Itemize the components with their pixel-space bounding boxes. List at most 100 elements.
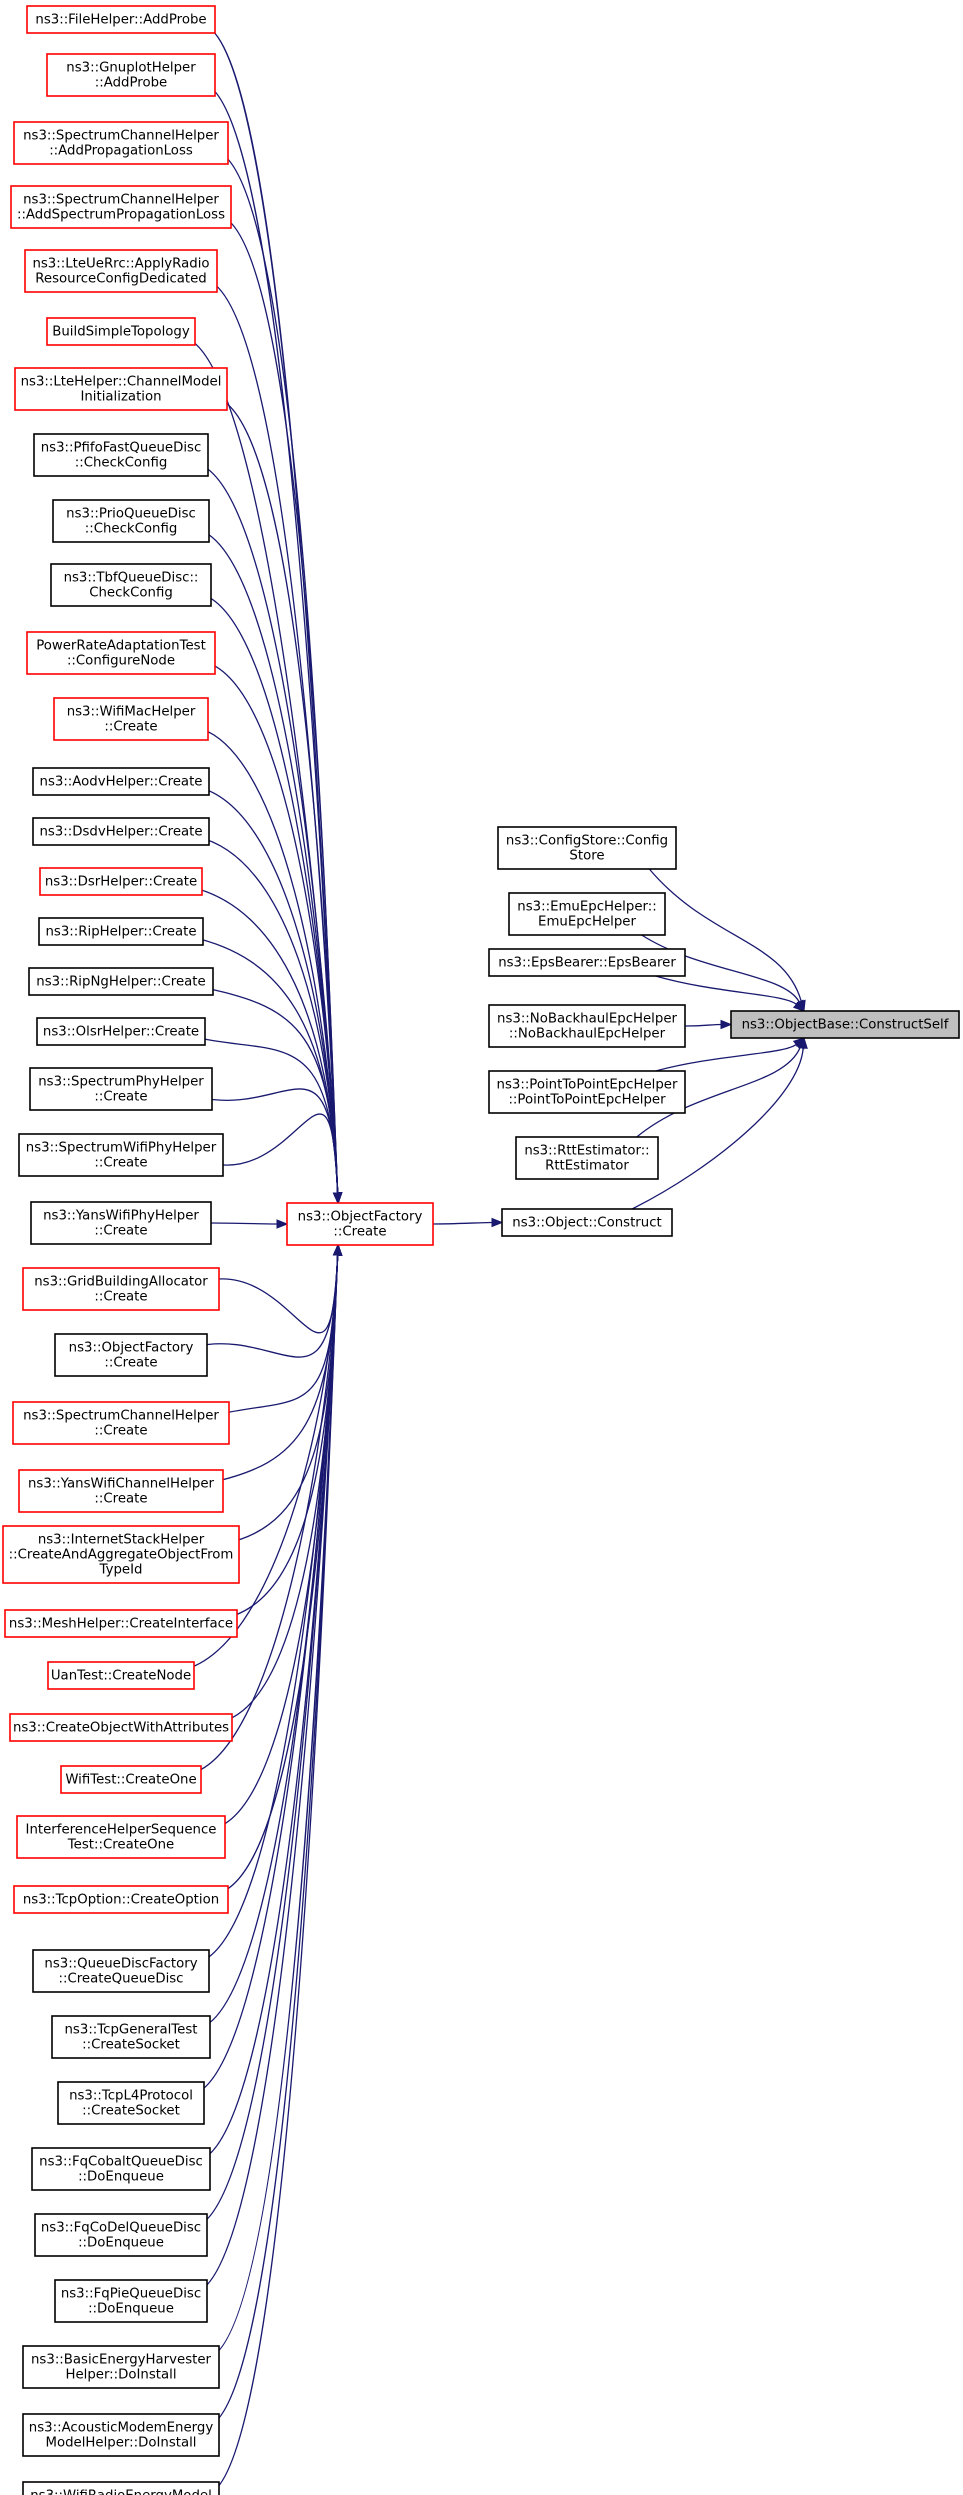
node-spectrumwifiphyhelper-create[interactable]: ns3::SpectrumWifiPhyHelper::Create (18, 1133, 224, 1177)
node-label: ::Create (104, 1356, 157, 1371)
node-wifitest-createone[interactable]: WifiTest::CreateOne (60, 1765, 202, 1794)
node-label: ns3::SpectrumChannelHelper (23, 129, 219, 144)
node-buildsimpletopology[interactable]: BuildSimpleTopology (46, 317, 196, 346)
node-epsbearer[interactable]: ns3::EpsBearer::EpsBearer (488, 948, 686, 977)
node-meshhelper-createinterface[interactable]: ns3::MeshHelper::CreateInterface (4, 1609, 238, 1638)
node-box (52, 499, 210, 543)
node-internetstackhelper-create[interactable]: ns3::InternetStackHelper::CreateAndAggre… (2, 1525, 240, 1584)
node-gnuplothelper-addprobe[interactable]: ns3::GnuplotHelper::AddProbe (46, 53, 216, 97)
node-aodvhelper-create[interactable]: ns3::AodvHelper::Create (32, 767, 210, 796)
node-riphelper-create[interactable]: ns3::RipHelper::Create (38, 917, 204, 946)
node-ripnghelper-create[interactable]: ns3::RipNgHelper::Create (28, 967, 214, 996)
edge-spectrumchannelhelper-addspectrumpropagationloss (218, 214, 339, 1194)
node-wifiradioenergy-doinstall[interactable]: ns3::WifiRadioEnergyModelHelper::DoInsta… (22, 2481, 220, 2495)
node-box (54, 1333, 208, 1377)
node-box (60, 1765, 202, 1794)
node-spectrumchannelhelper-addpropagationloss[interactable]: ns3::SpectrumChannelHelper::AddPropagati… (13, 121, 229, 165)
node-acousticmodem-doinstall[interactable]: ns3::AcousticModemEnergyModelHelper::DoI… (22, 2413, 220, 2457)
node-spectrumchannelhelper-addspectrumpropagationloss[interactable]: ns3::SpectrumChannelHelper::AddSpectrumP… (10, 185, 232, 229)
node-filehelper-addprobe[interactable]: ns3::FileHelper::AddProbe (26, 5, 216, 34)
node-label: ::AddProbe (95, 76, 167, 91)
node-yanswifiphyhelper-create[interactable]: ns3::YansWifiPhyHelper::Create (30, 1201, 212, 1245)
node-box (57, 2081, 205, 2125)
node-label: ns3::FqCoDelQueueDisc (41, 2221, 201, 2236)
node-label: ns3::YansWifiChannelHelper (28, 1477, 215, 1492)
call-edges (181, 24, 808, 2495)
node-spectrumchannelhelper-create[interactable]: ns3::SpectrumChannelHelper::Create (12, 1401, 230, 1445)
node-objectbase: ns3::ObjectBase::ConstructSelf (730, 1010, 960, 1039)
node-label: ::CreateSocket (82, 2104, 180, 2119)
node-box (14, 367, 228, 411)
node-box (51, 2015, 211, 2059)
node-label: ns3::CreateObjectWithAttributes (13, 1721, 229, 1736)
edge-emuepchelper (641, 934, 800, 1003)
node-object-construct[interactable]: ns3::Object::Construct (501, 1208, 673, 1237)
node-box (501, 1208, 673, 1237)
node-createobjectwithattributes[interactable]: ns3::CreateObjectWithAttributes (9, 1713, 233, 1742)
node-objectfactory-create-2[interactable]: ns3::ObjectFactory::Create (54, 1333, 208, 1377)
node-tbf-checkconfig[interactable]: ns3::TbfQueueDisc::CheckConfig (50, 563, 212, 607)
node-label: ns3::Object::Construct (512, 1216, 661, 1231)
node-tcpoption-createoption[interactable]: ns3::TcpOption::CreateOption (13, 1885, 229, 1914)
node-interferencehelper-createone[interactable]: InterferenceHelperSequenceTest::CreateOn… (16, 1815, 226, 1859)
edge-prio-checkconfig (196, 528, 339, 1194)
node-box (13, 1885, 229, 1914)
node-label: ns3::SpectrumPhyHelper (38, 1075, 204, 1090)
node-label: ns3::DsrHelper::Create (45, 875, 197, 890)
node-wifimachelper-create[interactable]: ns3::WifiMacHelper::Create (53, 697, 209, 741)
node-rttestimator[interactable]: ns3::RttEstimator::RttEstimator (515, 1136, 659, 1180)
node-box (39, 867, 203, 896)
node-queuediscfactory-createqueuedisc[interactable]: ns3::QueueDiscFactory::CreateQueueDisc (32, 1949, 210, 1993)
node-tcpl4protocol-createsocket[interactable]: ns3::TcpL4Protocol::CreateSocket (57, 2081, 205, 2125)
node-p2pepc[interactable]: ns3::PointToPointEpcHelper::PointToPoint… (488, 1070, 686, 1114)
node-box (488, 1070, 686, 1114)
node-dsdvhelper-create[interactable]: ns3::DsdvHelper::Create (32, 817, 210, 846)
node-label: ns3::PrioQueueDisc (66, 507, 196, 522)
node-label: ns3::EmuEpcHelper:: (517, 900, 656, 915)
node-emuepchelper[interactable]: ns3::EmuEpcHelper::EmuEpcHelper (508, 892, 666, 936)
node-fqpie-doenqueue[interactable]: ns3::FqPieQueueDisc::DoEnqueue (54, 2279, 208, 2323)
node-fqcodel-doenqueue[interactable]: ns3::FqCoDelQueueDisc::DoEnqueue (34, 2213, 208, 2257)
edge-nobackhaul-head (720, 1019, 733, 1030)
node-gridbuildingallocator-create[interactable]: ns3::GridBuildingAllocator::Create (22, 1267, 220, 1311)
node-box (16, 1815, 226, 1859)
node-olsrhelper-create[interactable]: ns3::OlsrHelper::Create (36, 1017, 206, 1046)
node-spectrumphyhelper-create[interactable]: ns3::SpectrumPhyHelper::Create (29, 1067, 213, 1111)
node-box (508, 892, 666, 936)
node-powerrate-configurenode[interactable]: PowerRateAdaptationTest::ConfigureNode (26, 631, 216, 675)
node-label: ns3::ConfigStore::Config (506, 834, 668, 849)
edge-yanswifiphyhelper-create-head (276, 1219, 289, 1229)
node-label: ::CreateSocket (82, 2038, 180, 2053)
node-uantest-createnode[interactable]: UanTest::CreateNode (47, 1661, 195, 1690)
node-nobackhaul[interactable]: ns3::NoBackhaulEpcHelper::NoBackhaulEpcH… (488, 1004, 686, 1048)
node-label: ns3::GnuplotHelper (66, 61, 196, 76)
node-label: ::ConfigureNode (67, 654, 175, 669)
node-configstore[interactable]: ns3::ConfigStore::ConfigStore (497, 826, 677, 870)
node-label: ::DoEnqueue (78, 2236, 164, 2251)
node-box (22, 2345, 220, 2389)
node-lteuerrc-applyradio[interactable]: ns3::LteUeRrc::ApplyRadioResourceConfigD… (24, 249, 218, 293)
edge-pfifofast-checkconfig (195, 462, 339, 1194)
node-box (2, 1525, 240, 1584)
node-label: UanTest::CreateNode (51, 1669, 191, 1684)
node-ltehelper-channelmodel[interactable]: ns3::LteHelper::ChannelModelInitializati… (14, 367, 228, 411)
node-tcpgeneraltest-createsocket[interactable]: ns3::TcpGeneralTest::CreateSocket (51, 2015, 211, 2059)
node-yanswifichannelhelper-create[interactable]: ns3::YansWifiChannelHelper::Create (18, 1469, 224, 1513)
node-box (28, 967, 214, 996)
node-box (730, 1010, 960, 1039)
node-box (22, 1267, 220, 1311)
node-prio-checkconfig[interactable]: ns3::PrioQueueDisc::CheckConfig (52, 499, 210, 543)
node-box (515, 1136, 659, 1180)
node-label: ns3::SpectrumChannelHelper (23, 1409, 219, 1424)
node-label: ns3::GridBuildingAllocator (34, 1275, 208, 1290)
edge-uantest-createnode (181, 1254, 339, 1671)
node-label: ::Create (333, 1225, 386, 1240)
node-objectfactory-create[interactable]: ns3::ObjectFactory::Create (286, 1202, 434, 1246)
node-dsrhelper-create[interactable]: ns3::DsrHelper::Create (39, 867, 203, 896)
node-pfifofast-checkconfig[interactable]: ns3::PfifoFastQueueDisc::CheckConfig (33, 433, 209, 477)
node-fqcobalt-doenqueue[interactable]: ns3::FqCobaltQueueDisc::DoEnqueue (31, 2147, 211, 2191)
node-box (18, 1469, 224, 1513)
node-basicenergyharvester-doinstall[interactable]: ns3::BasicEnergyHarvesterHelper::DoInsta… (22, 2345, 220, 2389)
node-box (22, 2413, 220, 2457)
edge-wifiradioenergy-doinstall (206, 1254, 339, 2495)
